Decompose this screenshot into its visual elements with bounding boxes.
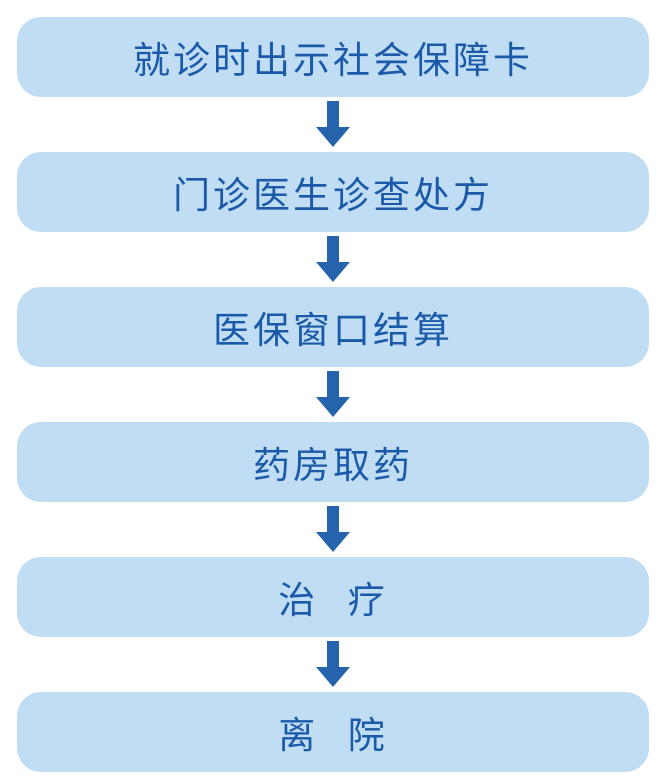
step-1-box: 就诊时出示社会保障卡: [17, 17, 649, 97]
arrow-down-icon: [316, 236, 350, 282]
step-3-label: 医保窗口结算: [213, 309, 453, 352]
step-6-label: 离 院: [278, 714, 388, 757]
step-5-box: 治 疗: [17, 557, 649, 637]
arrow-down-icon: [316, 506, 350, 552]
step-3-box: 医保窗口结算: [17, 287, 649, 367]
step-1-label: 就诊时出示社会保障卡: [133, 39, 533, 82]
arrow-down-icon: [316, 641, 350, 687]
step-6-box: 离 院: [17, 692, 649, 772]
step-2-label: 门诊医生诊查处方: [173, 174, 493, 217]
step-4-label: 药房取药: [253, 444, 413, 487]
step-4-box: 药房取药: [17, 422, 649, 502]
step-2-box: 门诊医生诊查处方: [17, 152, 649, 232]
arrow-down-icon: [316, 371, 350, 417]
step-5-label: 治 疗: [278, 579, 388, 622]
arrow-down-icon: [316, 101, 350, 147]
